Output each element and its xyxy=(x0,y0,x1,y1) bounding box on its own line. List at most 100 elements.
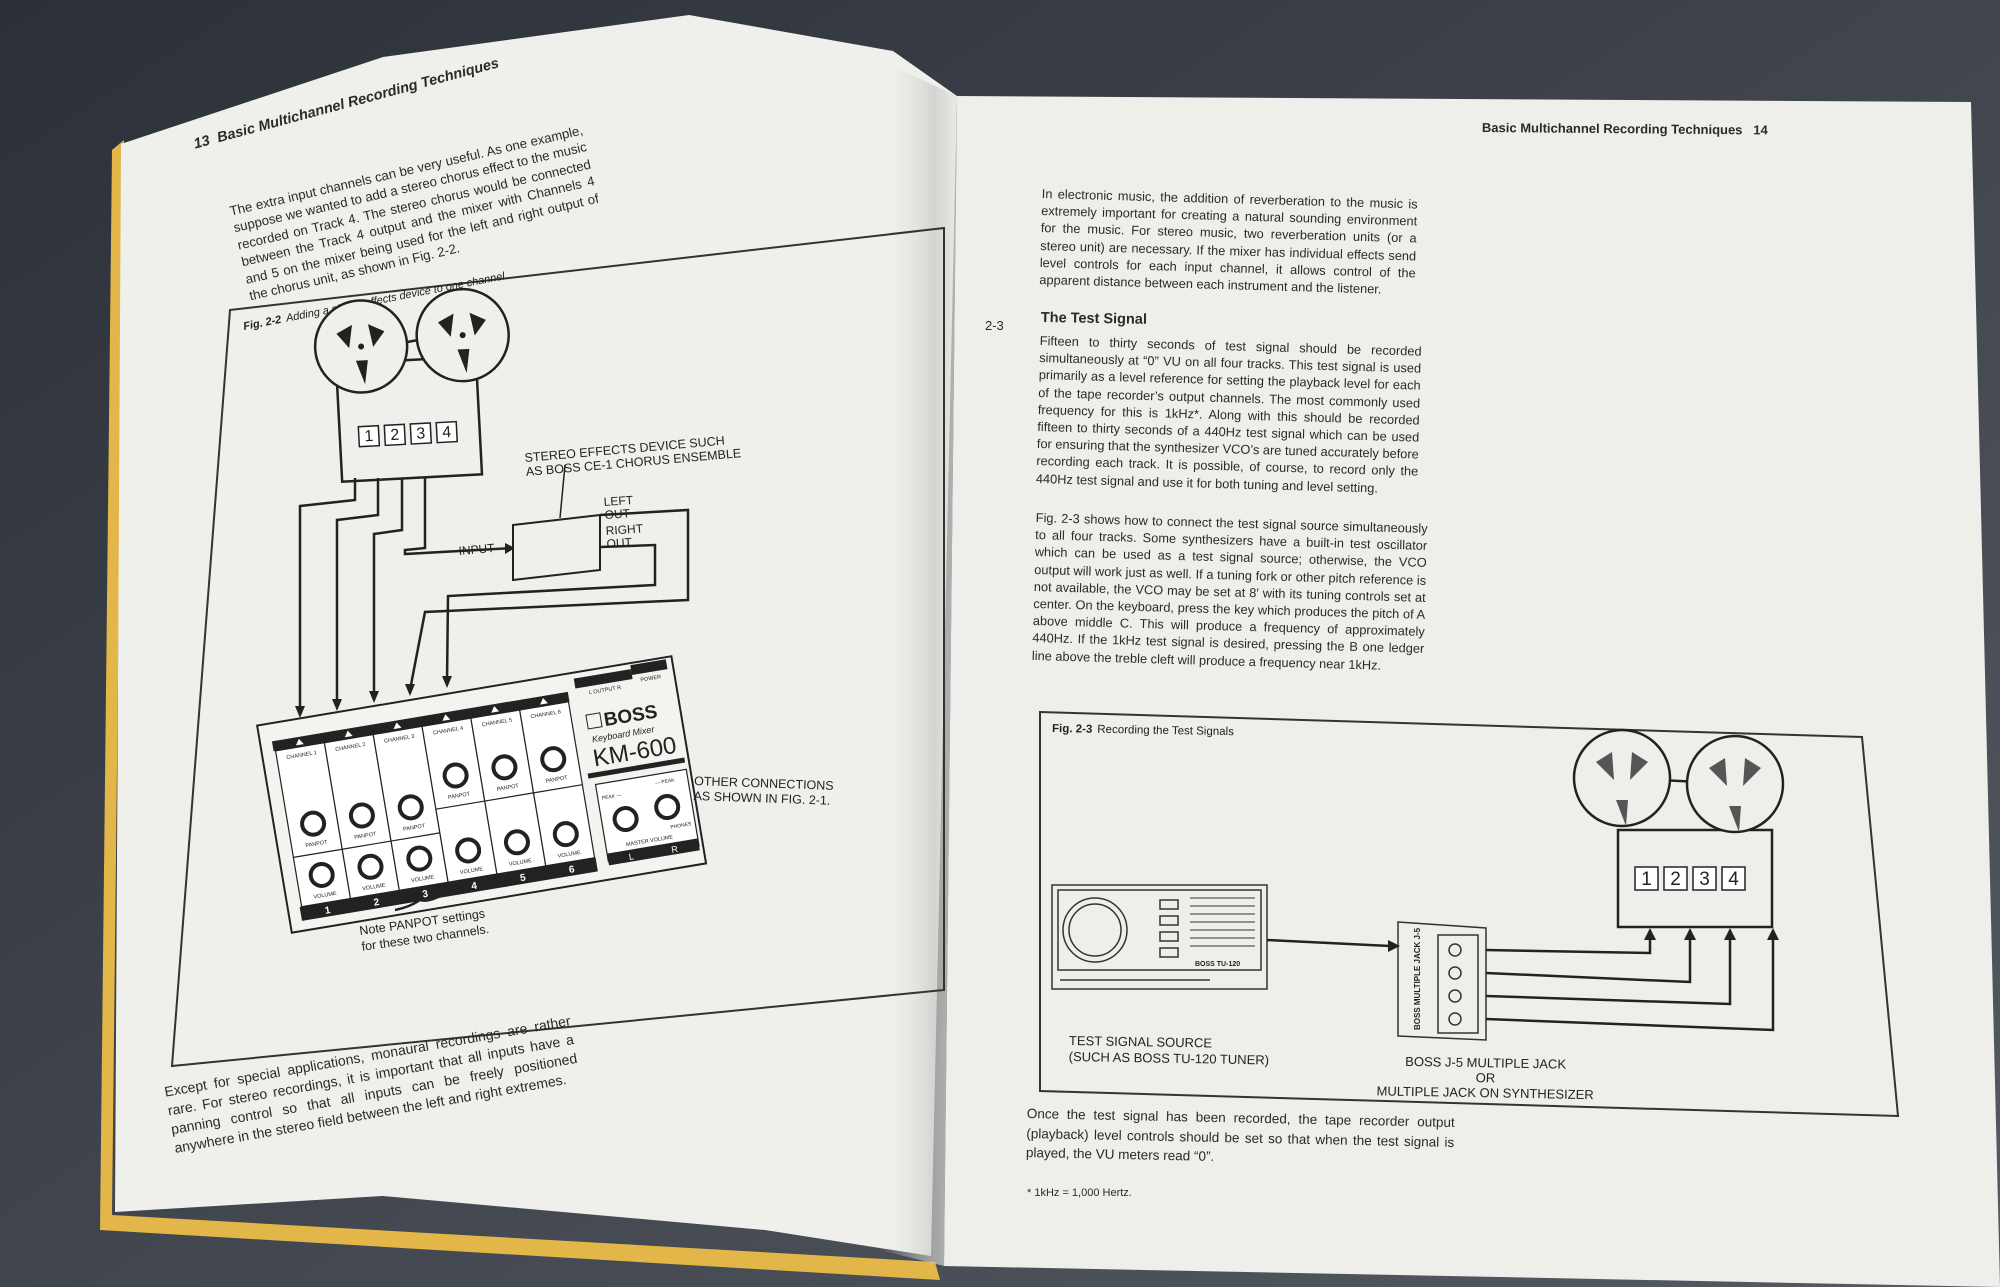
tuner-badge: BOSS TU-120 xyxy=(1195,961,1240,968)
left-label: L xyxy=(628,851,635,862)
panpot-knob[interactable] xyxy=(540,746,567,773)
channel-label: CHANNEL 6 xyxy=(530,709,561,720)
phones-label: PHONES xyxy=(670,821,692,831)
volume-label: VOLUME xyxy=(508,858,532,868)
channel-number: 3 xyxy=(422,889,430,901)
track-box xyxy=(383,423,407,447)
input-label: INPUT xyxy=(458,541,496,558)
left-out-label: LEFT xyxy=(603,493,634,509)
peak-right: — PEAK xyxy=(655,777,676,786)
track-number: 1 xyxy=(1641,869,1652,890)
track-number: 4 xyxy=(1728,869,1739,890)
reel-icon xyxy=(1572,728,1672,828)
volume-label: VOLUME xyxy=(313,891,337,901)
right-label: R xyxy=(671,844,680,855)
volume-label: VOLUME xyxy=(362,883,386,893)
tuner-device xyxy=(1051,884,1268,990)
track-number: 2 xyxy=(1670,869,1681,890)
channel-number: 5 xyxy=(519,872,527,884)
power-switch[interactable] xyxy=(630,659,668,676)
source-label: TEST SIGNAL SOURCE xyxy=(1069,1033,1213,1050)
track-number: 4 xyxy=(442,424,452,441)
right-paragraph-2: Fifteen to thirty seconds of test signal… xyxy=(1035,332,1422,496)
channel-label: CHANNEL 4 xyxy=(433,726,464,737)
panpot-knob[interactable] xyxy=(491,754,518,781)
panpot-label: PANPOT xyxy=(496,783,520,793)
peak-left: PEAK — xyxy=(601,792,621,801)
panpot-knob[interactable] xyxy=(348,802,375,829)
right-out-label: OUT xyxy=(606,535,633,551)
channel-label: CHANNEL 5 xyxy=(481,717,512,728)
channel-number: 6 xyxy=(568,864,576,876)
volume-knob[interactable] xyxy=(552,821,579,848)
channel-label: CHANNEL 3 xyxy=(384,734,415,745)
volume-knob[interactable] xyxy=(406,845,433,872)
track-number: 1 xyxy=(364,428,374,445)
other-connections-label: AS SHOWN IN FIG. 2-1. xyxy=(693,789,830,808)
reel-icon xyxy=(1685,734,1785,834)
spine-shadow xyxy=(880,60,957,1266)
signal-wires xyxy=(298,478,690,712)
track-number: 2 xyxy=(390,427,400,444)
track-box xyxy=(1634,866,1659,891)
other-connections-label: OTHER CONNECTIONS xyxy=(694,774,834,793)
channel-number: 1 xyxy=(324,905,332,917)
panpot-label: PANPOT xyxy=(305,839,329,849)
track-box xyxy=(1663,866,1688,891)
master-volume-right-knob[interactable] xyxy=(654,794,681,821)
panpot-knob[interactable] xyxy=(300,810,327,837)
track-box xyxy=(409,422,433,445)
jack-label: OR xyxy=(1476,1070,1496,1085)
track-number: 3 xyxy=(416,425,426,442)
track-box xyxy=(435,420,459,444)
source-label: (SUCH AS BOSS TU-120 TUNER) xyxy=(1069,1049,1270,1067)
panpot-label: PANPOT xyxy=(354,831,378,841)
effects-device xyxy=(512,513,601,582)
right-paragraph-4: Once the test signal has been recorded, … xyxy=(1025,1105,1455,1164)
channel-label: CHANNEL 2 xyxy=(335,742,366,753)
right-paragraph-3: Fig. 2-3 shows how to connect the test s… xyxy=(1031,509,1428,673)
channel-number: 4 xyxy=(471,880,479,892)
multiple-jack xyxy=(1397,921,1487,1041)
output-label: L OUTPUT R xyxy=(589,685,622,696)
channel-number: 2 xyxy=(373,897,381,909)
figure-frame xyxy=(170,226,945,1068)
figure-frame xyxy=(1039,710,1900,1118)
panpot-knob[interactable] xyxy=(442,762,469,789)
km-600-mixer: CHANNEL 1 PANPOT VOLUME 1 CHANNEL 2 PANPOT VOL… xyxy=(255,655,708,934)
brace-icon xyxy=(394,890,448,912)
volume-label: VOLUME xyxy=(557,850,581,860)
right-running-head: Basic Multichannel Recording Techniques … xyxy=(1482,120,1768,137)
jack-label: MULTIPLE JACK ON SYNTHESIZER xyxy=(1376,1083,1593,1102)
panpot-label: PANPOT xyxy=(403,823,427,833)
left-out-label: OUT xyxy=(604,506,631,522)
volume-knob[interactable] xyxy=(357,853,384,880)
section-number: 2-3 xyxy=(985,318,1004,333)
master-volume-left-knob[interactable] xyxy=(612,806,639,833)
track-box xyxy=(1692,866,1717,891)
volume-label: VOLUME xyxy=(411,874,435,884)
channel-strip xyxy=(518,701,596,867)
power-label: POWER xyxy=(640,674,662,683)
right-out-label: RIGHT xyxy=(605,521,644,538)
volume-knob[interactable] xyxy=(455,837,482,864)
panpot-label: PANPOT xyxy=(448,791,472,801)
jack-label: BOSS J-5 MULTIPLE JACK xyxy=(1405,1054,1566,1072)
running-head-title: Basic Multichannel Recording Techniques xyxy=(1481,120,1743,138)
signal-wires xyxy=(1266,938,1775,1032)
channel-label: CHANNEL 1 xyxy=(286,750,317,761)
section-title: The Test Signal xyxy=(1040,310,1148,328)
volume-knob[interactable] xyxy=(503,829,530,856)
track-box xyxy=(357,424,381,448)
volume-label: VOLUME xyxy=(460,866,484,876)
panpot-label: PANPOT xyxy=(545,775,569,785)
track-box xyxy=(1721,866,1746,891)
volume-knob[interactable] xyxy=(308,861,335,888)
track-number: 3 xyxy=(1699,869,1710,890)
page-number: 14 xyxy=(1753,122,1768,138)
panpot-knob[interactable] xyxy=(397,794,424,821)
